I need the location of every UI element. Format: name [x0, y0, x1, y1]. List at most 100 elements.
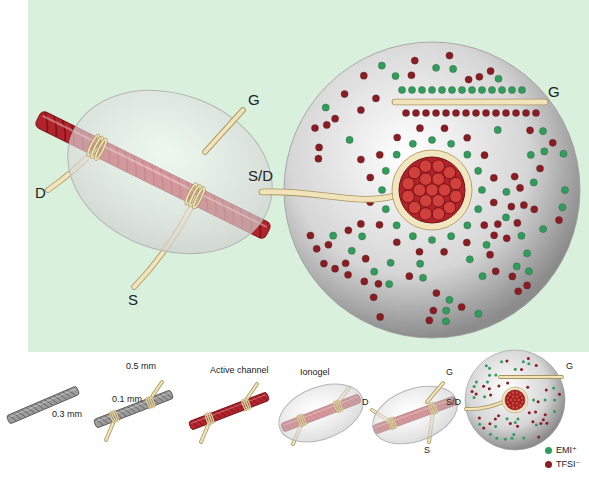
ion-dot	[497, 384, 500, 387]
fiber-filament	[511, 391, 515, 395]
ion-dot	[559, 204, 566, 211]
legend-swatch	[545, 447, 552, 454]
ion-dot	[545, 422, 548, 425]
ion-dot	[503, 188, 510, 195]
coil-turn	[94, 138, 108, 160]
ion-dot	[516, 418, 519, 421]
rope-strand	[260, 393, 268, 402]
ion-dot	[471, 390, 474, 393]
part-label: Active channel	[210, 366, 269, 376]
ion-dot	[398, 86, 405, 93]
rope-strand	[164, 391, 172, 400]
ion-dot	[486, 380, 489, 383]
ionogel-sphere	[284, 42, 580, 338]
electrode-coil	[387, 417, 397, 430]
ion-dot	[481, 222, 488, 229]
terminal-label: G	[548, 84, 560, 101]
ion-dot	[382, 206, 389, 213]
terminal-label: S	[128, 292, 138, 309]
ion-dot	[372, 95, 379, 102]
ion-dot	[514, 219, 521, 226]
ion-dot	[411, 57, 418, 64]
ionogel-body	[365, 376, 465, 455]
ion-dot	[475, 310, 482, 317]
ion-dot	[531, 206, 538, 213]
ion-dot	[462, 109, 469, 116]
ion-dot	[331, 265, 338, 272]
coil-turn	[192, 187, 206, 209]
ion-dot	[511, 173, 518, 180]
source-drain-wire	[466, 402, 503, 409]
gate-wire	[205, 110, 243, 152]
fiber-filament	[402, 177, 415, 190]
ion-dot	[422, 109, 429, 116]
ion-dot	[488, 367, 491, 370]
ion-dot	[377, 313, 384, 320]
ion-dot	[494, 417, 497, 420]
ion-dot	[513, 263, 520, 270]
ion-dot	[530, 179, 537, 186]
ion-dot	[443, 307, 450, 314]
ion-dot	[490, 199, 497, 206]
legend-text: TFSI⁻	[556, 460, 580, 470]
ion-dot	[433, 290, 440, 297]
ion-dot	[357, 156, 364, 163]
ion-dot	[497, 414, 500, 417]
electrode-ring	[392, 150, 472, 230]
ion-dot	[500, 360, 503, 363]
dimension-label: 0.5 mm	[126, 362, 156, 372]
ion-dot	[472, 109, 479, 116]
ion-dot	[478, 417, 481, 420]
ion-dot	[375, 280, 382, 287]
ion-dot	[478, 86, 485, 93]
ion-dot	[561, 186, 568, 193]
coil-turn	[209, 412, 215, 423]
ion-dot	[539, 226, 546, 233]
ion-dot	[518, 86, 525, 93]
ionogel-body	[45, 63, 296, 281]
ion-dot	[442, 109, 449, 116]
ion-dot	[512, 109, 519, 116]
ion-dot	[522, 360, 525, 363]
ion-dot	[432, 64, 439, 71]
ion-dot	[442, 318, 449, 325]
ion-dot	[516, 184, 523, 191]
electrode-coil	[145, 396, 155, 409]
ion-dot	[481, 152, 488, 159]
gate-wire	[500, 376, 562, 378]
ion-dot	[345, 227, 352, 234]
ion-dot	[416, 125, 423, 132]
ion-dot	[518, 232, 525, 239]
ion-dot	[448, 86, 455, 93]
electrode-wire	[106, 421, 114, 440]
ion-dot	[522, 109, 529, 116]
legend-entry: EMI⁺	[545, 446, 577, 456]
ion-dot	[508, 203, 515, 210]
ion-dot	[475, 167, 482, 174]
part-label: Ionogel	[300, 368, 330, 378]
ion-dot	[428, 136, 435, 143]
ion-dot	[494, 373, 497, 376]
ion-dot	[541, 148, 548, 155]
ion-dot	[417, 260, 424, 267]
ion-dot	[509, 273, 516, 280]
ion-dot	[532, 399, 535, 402]
dimension-label: 0.1 mm	[112, 395, 142, 405]
electrode-coil	[86, 134, 108, 160]
ion-dot	[531, 420, 534, 423]
steel-yarn	[93, 390, 173, 428]
terminal-label: G	[446, 368, 453, 378]
fiber-filament	[515, 405, 519, 409]
coil-turn	[301, 414, 307, 425]
coil-turn	[337, 400, 343, 411]
ion-dot	[527, 357, 530, 360]
ion-dot	[536, 165, 543, 172]
rope-highlight	[191, 395, 266, 424]
ion-dot	[466, 256, 473, 263]
background-panel	[28, 0, 589, 352]
ion-dot	[341, 90, 348, 97]
ion-dot	[522, 436, 525, 439]
ion-dot	[463, 239, 470, 246]
ion-dot	[495, 437, 498, 440]
